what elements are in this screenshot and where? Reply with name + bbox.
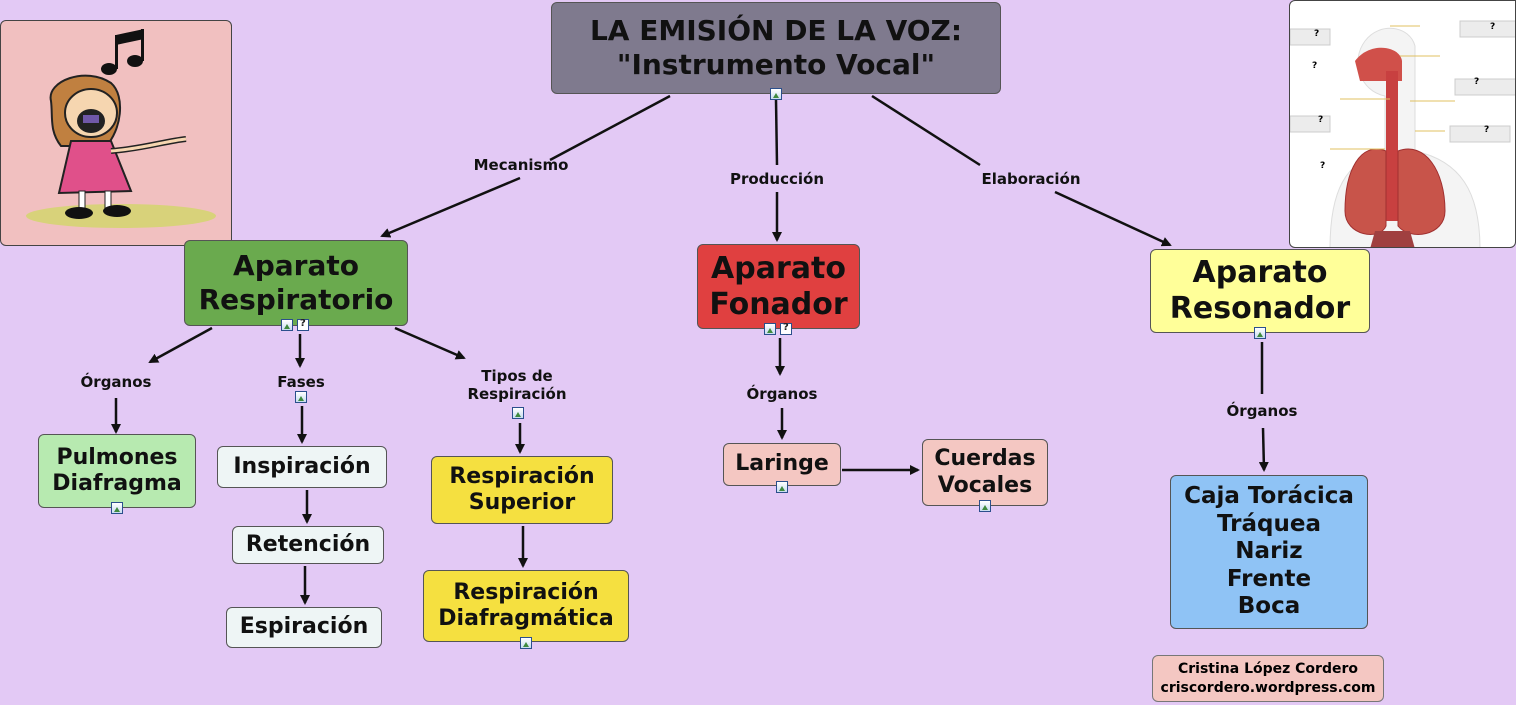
title-line: LA EMISIÓN DE LA VOZ: [589,14,963,48]
organos-label-respiratorio: Órganos [80,373,152,391]
organos-label-resonador: Órganos [1226,402,1298,420]
organ-item: Pulmones [56,444,178,470]
organ-item: Nariz [1235,538,1303,565]
pulmones-diafragma-node[interactable]: Pulmones Diafragma [38,434,196,508]
node-line: Fonador [709,286,848,322]
fase-label: Inspiración [233,453,371,479]
node-line: Aparato [1192,255,1328,290]
organos-label-fonador: Órganos [746,385,818,403]
respiracion-diafragmatica-node[interactable]: Respiración Diafragmática [423,570,629,642]
respiracion-superior-node[interactable]: Respiración Superior [431,456,613,524]
organ-item: Caja Torácica [1184,483,1354,510]
node-line: Aparato [233,249,359,283]
organ-item: Boca [1237,593,1301,620]
image-link-icon[interactable] [979,500,991,512]
image-link-icon[interactable] [1254,327,1266,339]
organ-item: Tráquea [1217,510,1321,537]
aparato-resonador-node[interactable]: Aparato Resonador [1150,249,1370,333]
anatomy-mark: ? [1320,161,1326,171]
fases-label: Fases [277,373,325,391]
organ-item: Diafragma [52,471,182,496]
singing-girl-illustration [0,20,232,246]
image-link-icon[interactable] [520,637,532,649]
laringe-node[interactable]: Laringe [723,443,841,486]
anatomy-mark: ? [1484,125,1490,135]
resonador-organos-node[interactable]: Caja Torácica Tráquea Nariz Frente Boca [1170,475,1368,629]
anatomy-mark: ? [1312,61,1318,71]
image-link-icon[interactable] [770,88,782,100]
organ-item: Laringe [735,451,829,477]
tipos-respiracion-label: Tipos de Respiración [467,367,566,403]
tipos-label-line: Tipos de [481,367,553,385]
anatomy-mark: ? [1474,77,1480,87]
tipo-line: Superior [468,490,576,515]
author-site[interactable]: criscordero.wordpress.com [1160,679,1376,696]
author-name: Cristina López Cordero [1177,661,1358,678]
diagram-title[interactable]: LA EMISIÓN DE LA VOZ: "Instrumento Vocal… [551,2,1001,94]
fase-label: Espiración [239,614,369,640]
tipo-line: Respiración [449,463,595,489]
vocal-anatomy-illustration: ? ? ? ? ? ? ? [1289,0,1516,248]
organ-item: Frente [1226,565,1312,592]
node-line: Respiratorio [198,283,394,316]
anatomy-mark: ? [1318,115,1324,125]
tipos-label-line: Respiración [467,385,567,403]
anatomy-mark: ? [1490,22,1496,32]
singing-girl-icon [26,29,216,228]
aparato-fonador-node[interactable]: Aparato Fonador [697,244,860,329]
cuerdas-vocales-node[interactable]: Cuerdas Vocales [922,439,1048,506]
fase-inspiracion-node[interactable]: Inspiración [217,446,387,488]
image-link-icon[interactable] [281,319,293,331]
fase-espiracion-node[interactable]: Espiración [226,607,382,648]
tipo-line: Diafragmática [438,606,614,631]
tipo-line: Respiración [453,579,599,605]
title-line: "Instrumento Vocal" [616,48,936,81]
node-line: Aparato [711,250,846,286]
image-link-icon[interactable] [512,407,524,419]
help-link-icon[interactable] [780,322,792,335]
organ-item: Vocales [937,472,1033,498]
image-link-icon[interactable] [764,323,776,335]
node-line: Resonador [1169,291,1351,326]
author-credit[interactable]: Cristina López Cordero criscordero.wordp… [1152,655,1384,702]
image-link-icon[interactable] [776,481,788,493]
fase-retencion-node[interactable]: Retención [232,526,384,564]
branch-label-elaboracion: Elaboración [981,170,1081,188]
anatomy-mark: ? [1314,29,1320,39]
aparato-respiratorio-node[interactable]: Aparato Respiratorio [184,240,408,326]
help-link-icon[interactable] [297,318,309,331]
branch-label-mecanismo: Mecanismo [473,156,569,174]
image-link-icon[interactable] [111,502,123,514]
fase-label: Retención [245,531,371,557]
organ-item: Cuerdas [934,446,1036,472]
anatomy-icon [1290,20,1515,247]
branch-label-produccion: Producción [729,170,825,188]
image-link-icon[interactable] [295,391,307,403]
